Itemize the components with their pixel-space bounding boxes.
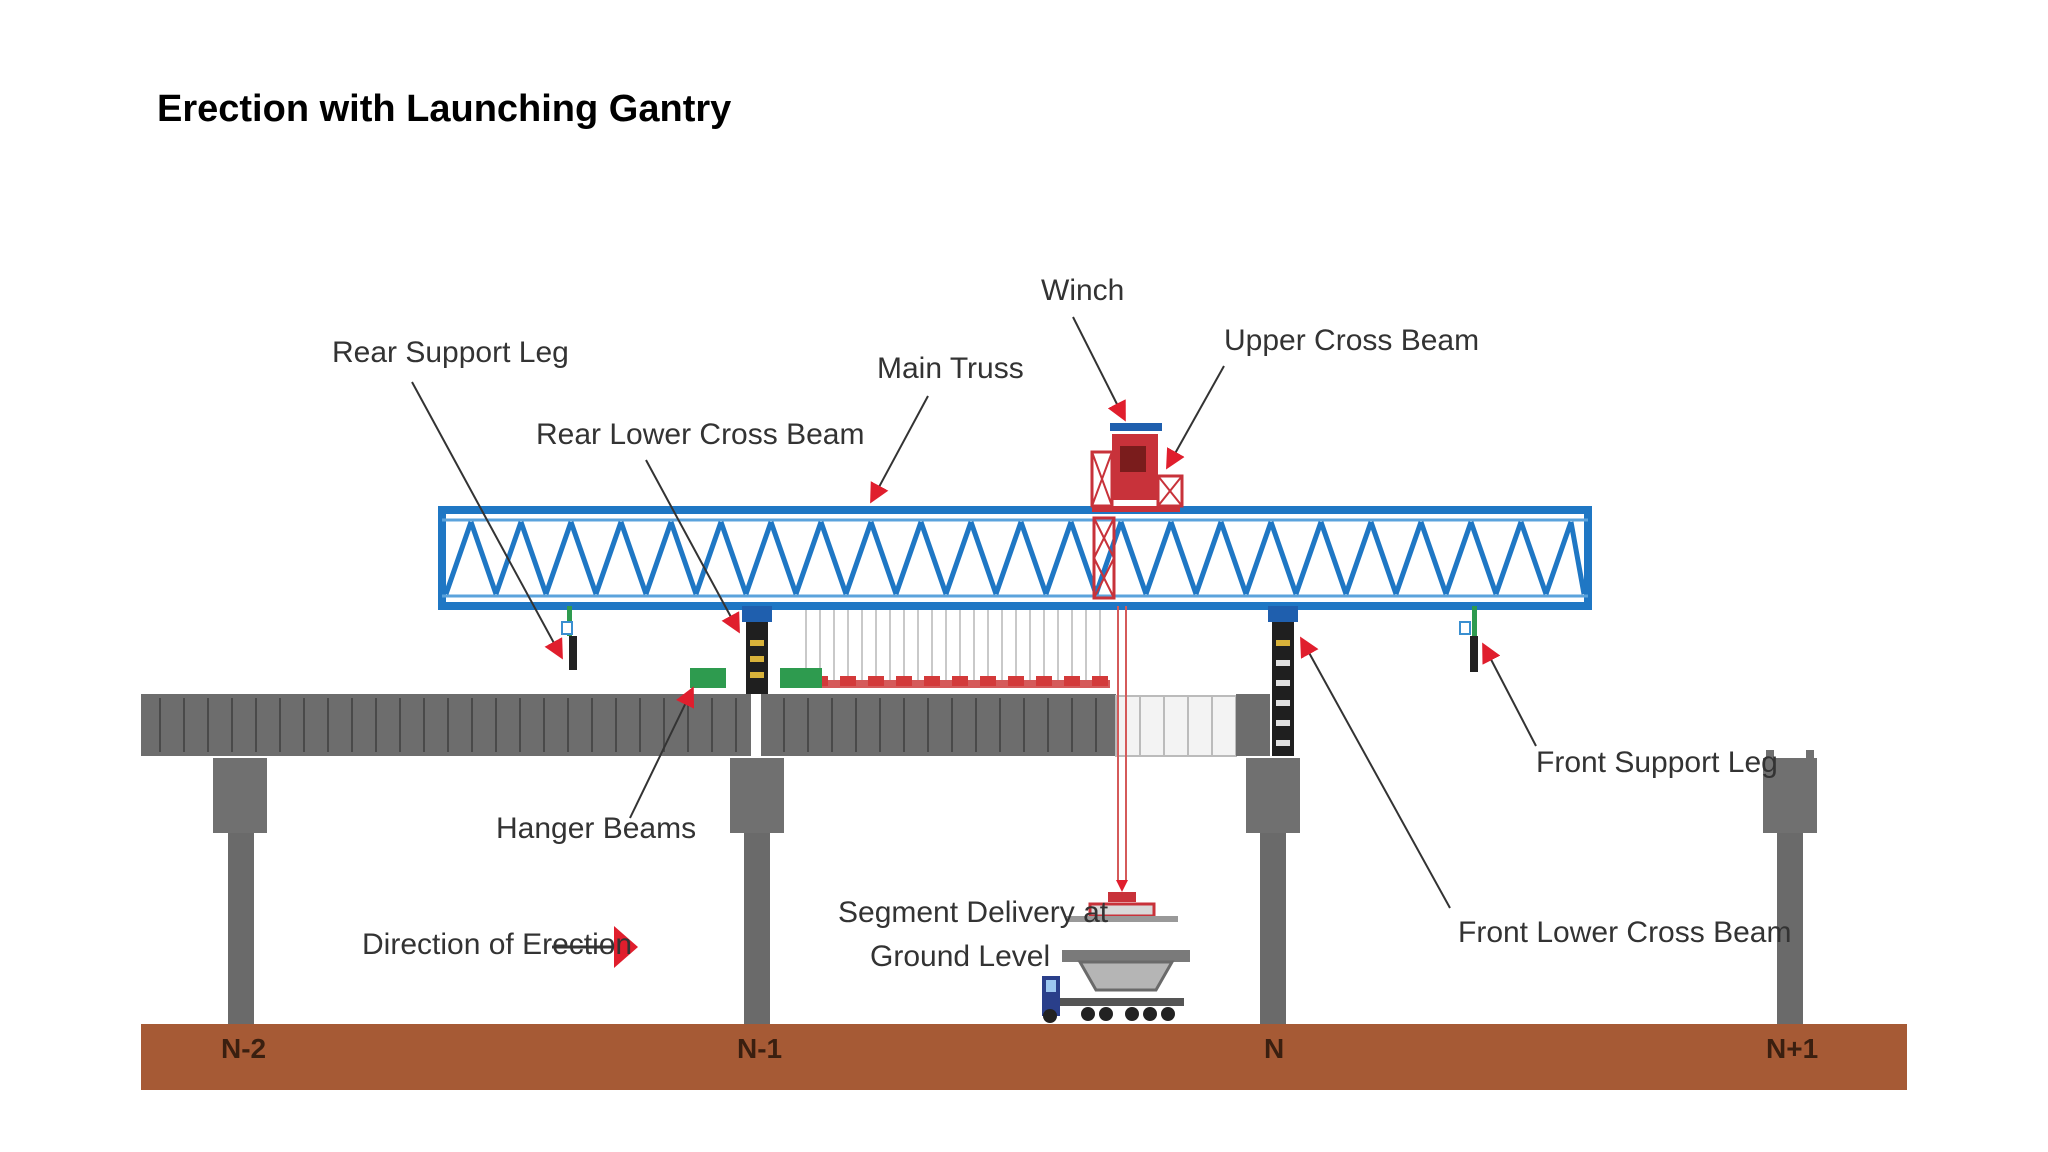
rear-lower-cross-beam	[742, 606, 772, 694]
pier-label-n-1: N-1	[737, 1033, 782, 1064]
hanger-brackets	[800, 676, 1110, 688]
pier-label-n: N	[1264, 1033, 1284, 1064]
pier-n-1	[730, 758, 784, 1024]
upper-cross-beam-label: Upper Cross Beam	[1224, 324, 1479, 357]
label-leaders	[411, 316, 1537, 909]
page-title: Erection with Launching Gantry	[157, 88, 732, 130]
segment-delivery-label-line2: Ground Level	[870, 940, 1050, 973]
hanger-beams-label: Hanger Beams	[496, 812, 696, 845]
rear-lower-cross-beam-label: Rear Lower Cross Beam	[536, 418, 864, 451]
pier-n	[1246, 758, 1300, 1024]
main-truss	[438, 506, 1592, 610]
front-support-leg-label: Front Support Leg	[1536, 746, 1778, 779]
segment-delivery-label-line1: Segment Delivery at	[838, 896, 1109, 929]
segment-delivery-trailer	[1042, 892, 1190, 1023]
pier-n-2	[213, 758, 267, 1024]
winch-label: Winch	[1041, 274, 1124, 307]
direction-of-erection-label: Direction of Erection	[362, 928, 632, 961]
front-support-leg	[1459, 606, 1478, 672]
front-lower-cross-beam	[1268, 606, 1298, 756]
ground	[141, 1024, 1907, 1090]
lifting-cable	[1116, 606, 1128, 892]
main-truss-label: Main Truss	[877, 352, 1024, 385]
direction-arrow	[552, 926, 638, 968]
rear-support-leg	[561, 606, 577, 670]
front-lower-cross-beam-label: Front Lower Cross Beam	[1458, 916, 1791, 949]
winch-trolley	[1090, 423, 1184, 600]
pier-label-n-2: N-2	[221, 1033, 266, 1064]
truss-web	[443, 521, 1587, 595]
hanger-beam-units	[690, 668, 822, 688]
hanger-rods	[805, 608, 1101, 680]
rear-support-leg-label: Rear Support Leg	[332, 336, 569, 369]
pier-n-plus-1	[1763, 750, 1817, 1024]
bridge-deck	[141, 694, 1270, 757]
pier-label-n-plus-1: N+1	[1766, 1033, 1818, 1064]
